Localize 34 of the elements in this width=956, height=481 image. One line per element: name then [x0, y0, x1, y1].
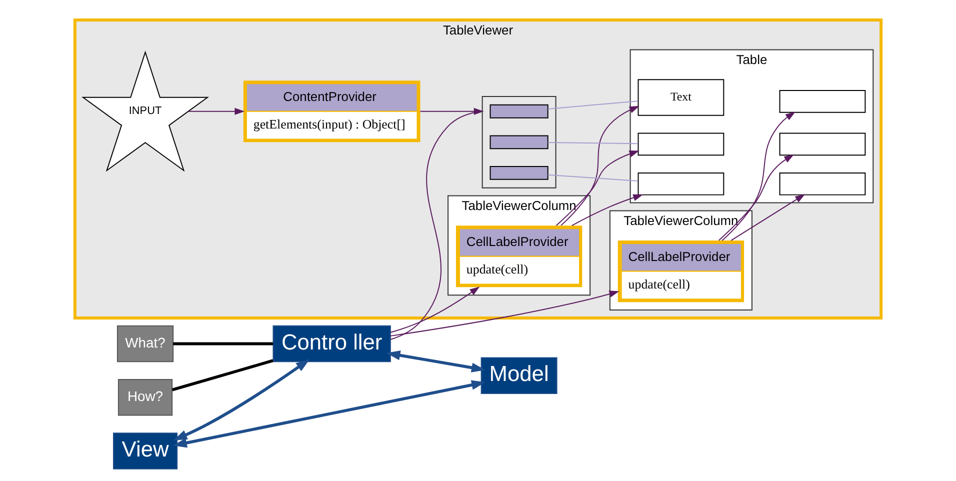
arrow [390, 286, 480, 333]
connector [390, 110, 483, 340]
connector [547, 100, 638, 110]
arrow [722, 112, 796, 241]
connector [173, 342, 274, 346]
node-box [638, 172, 724, 196]
connector [547, 174, 638, 182]
node-bar [490, 104, 548, 118]
node-box: How? [118, 379, 173, 416]
node-box: What? [116, 325, 174, 362]
arrow [730, 194, 806, 241]
connector [547, 142, 638, 144]
node-box: View [112, 432, 178, 470]
cluster [482, 96, 556, 188]
arrow [571, 194, 644, 226]
node-box: Contro ller [272, 325, 391, 362]
node-bar [490, 135, 548, 150]
arrow [718, 154, 794, 241]
node-box: ContentProvider getElements(input) : Object[] [243, 80, 420, 142]
node-box [779, 172, 866, 196]
arrow [188, 108, 245, 115]
arrow [386, 350, 486, 372]
arrow [556, 150, 640, 226]
node-box [779, 132, 866, 156]
node-box [638, 132, 724, 156]
arrow [390, 290, 620, 336]
arrow [560, 106, 640, 226]
node-box: Text [638, 79, 724, 116]
arrow [172, 380, 486, 448]
node-box [779, 90, 866, 113]
node-box: Model [480, 357, 558, 394]
node-bar [490, 166, 548, 180]
connector [172, 359, 274, 392]
arrow [173, 359, 310, 440]
